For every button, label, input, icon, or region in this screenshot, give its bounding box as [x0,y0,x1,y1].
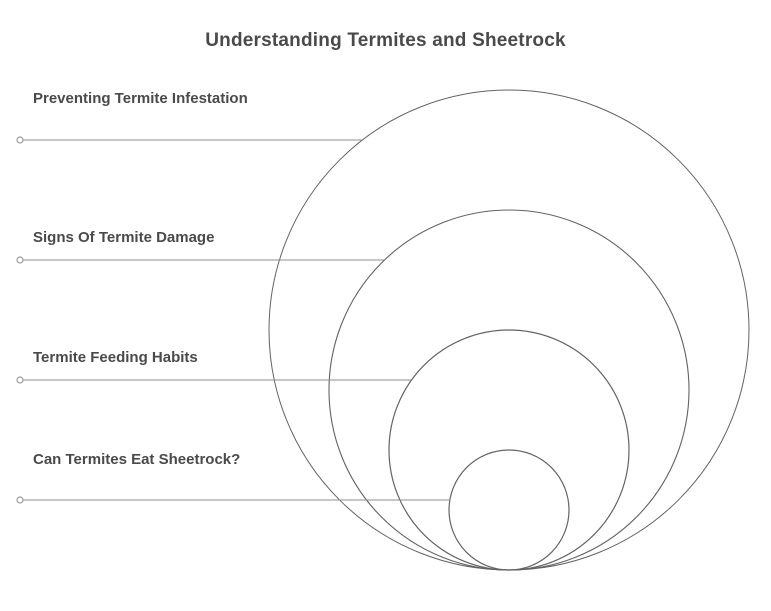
connector-dot-termite-feeding-habits [16,376,24,384]
label-termite-feeding-habits: Termite Feeding Habits [33,349,198,366]
label-can-termites-eat-sheetrock: Can Termites Eat Sheetrock? [33,451,241,468]
page-title: Understanding Termites and Sheetrock [205,30,566,51]
label-signs-of-termite-damage: Signs Of Termite Damage [33,229,215,246]
circle-signs-of-termite-damage [328,209,690,571]
label-preventing-termite-infestation: Preventing Termite Infestation [33,90,248,107]
circle-can-termites-eat-sheetrock [448,449,570,571]
connector-dot-signs-of-termite-damage [16,256,24,264]
connector-dot-can-termites-eat-sheetrock [16,496,24,504]
connector-dot-preventing-termite-infestation [16,136,24,144]
